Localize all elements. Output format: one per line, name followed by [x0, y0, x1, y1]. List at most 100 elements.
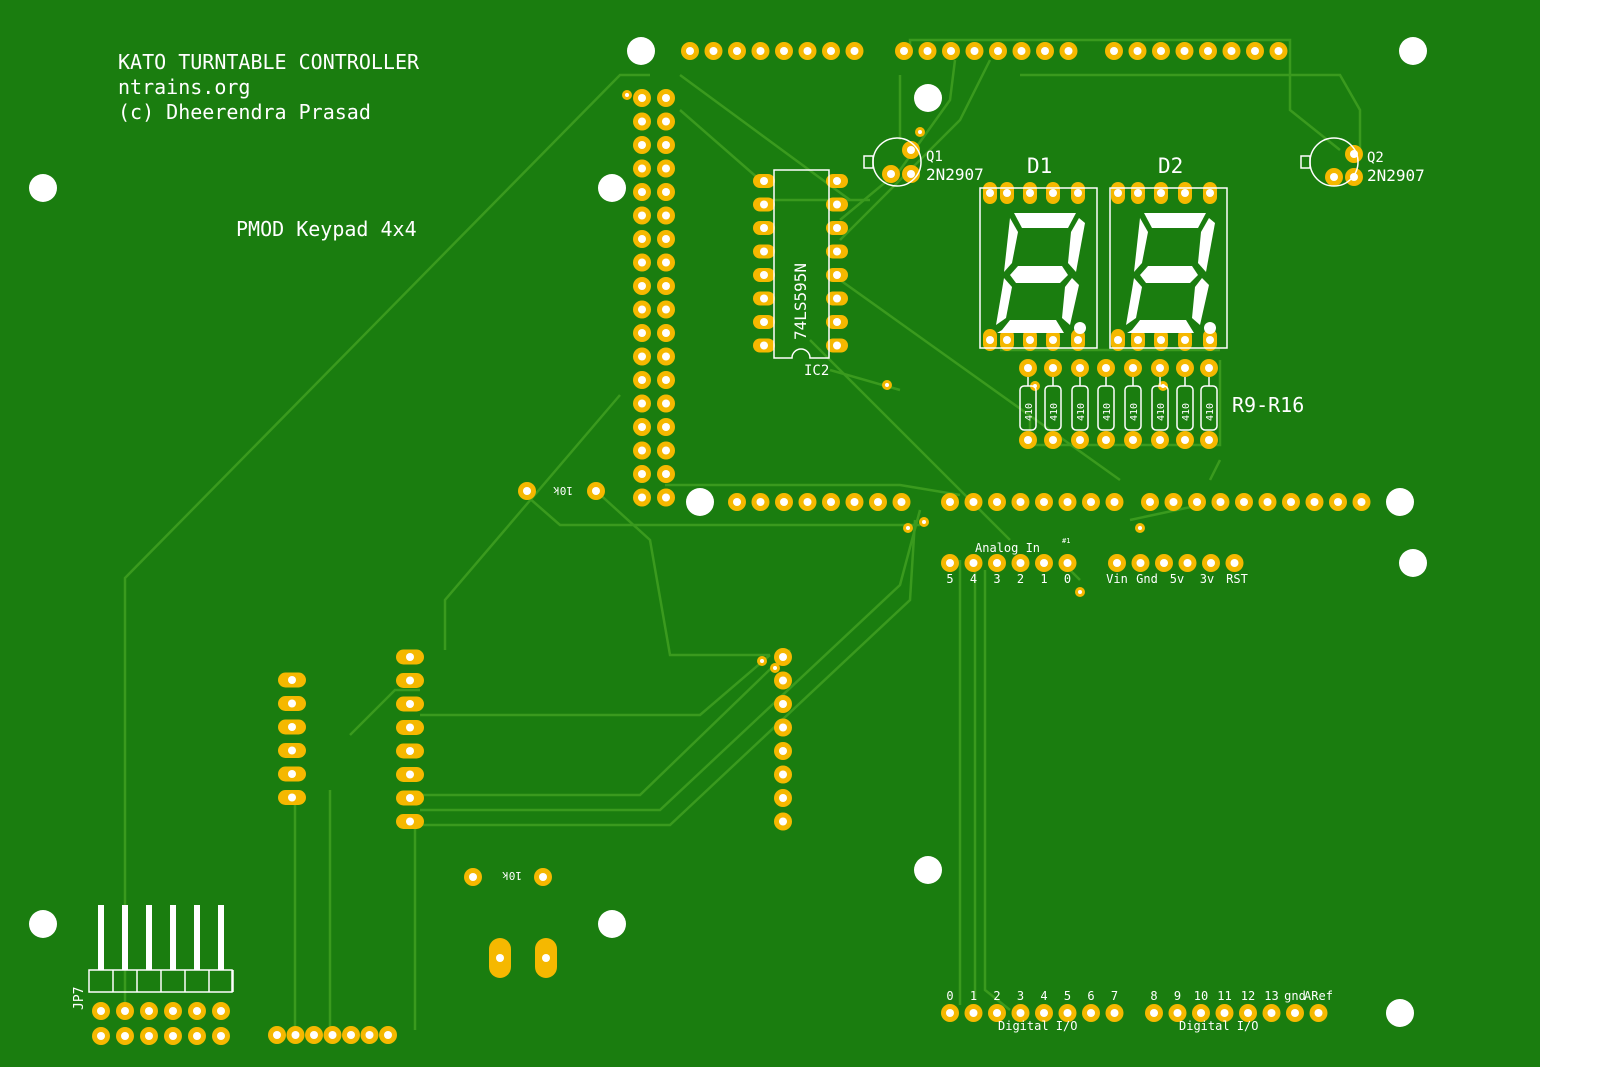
digital-pad — [1215, 1004, 1234, 1022]
jp7-pad — [164, 1002, 182, 1020]
arduino-header-pad — [1175, 42, 1194, 60]
connector-pad — [657, 136, 675, 154]
power-pad — [1178, 554, 1197, 572]
arduino-header-pad — [964, 493, 983, 511]
mounting-holes — [29, 37, 1427, 1027]
pin-label: 11 — [1217, 989, 1231, 1003]
keypad-pin — [278, 766, 306, 782]
r-top-value: 10k — [553, 484, 573, 497]
power-pad — [1202, 554, 1220, 572]
keypad-label: PMOD Keypad 4x4 — [236, 217, 417, 241]
small-header-pad — [305, 1026, 323, 1044]
pin-label: Vin — [1106, 572, 1128, 586]
arduino-header-pad — [1082, 493, 1100, 511]
pin-label: RST — [1226, 572, 1248, 586]
pin-label: 8 — [1150, 989, 1157, 1003]
jp7-pad — [116, 1002, 134, 1020]
connector-pad — [657, 324, 675, 342]
pin-label: 0 — [946, 989, 953, 1003]
digital-io-a-label: Digital I/O — [998, 1019, 1077, 1033]
arduino-header-pad — [1199, 42, 1217, 60]
digital-pad — [1192, 1004, 1210, 1022]
pcb-substrate — [0, 0, 1540, 1067]
arduino-header-pad — [728, 493, 746, 511]
arduino-header-pad — [845, 42, 864, 60]
ic2-pin — [753, 268, 775, 282]
ic2-pin — [753, 221, 775, 235]
display-pin — [1154, 329, 1168, 351]
arduino-header-pad — [1012, 42, 1031, 60]
digital-io-b-label: Digital I/O — [1179, 1019, 1258, 1033]
resistor-value: 410 — [1181, 403, 1192, 421]
via — [882, 380, 892, 390]
header-pad — [774, 671, 792, 690]
pin-label: 6 — [1087, 989, 1094, 1003]
digital-pad — [1082, 1004, 1100, 1022]
arduino-header-pad — [1141, 493, 1159, 511]
jp7-pad — [164, 1027, 182, 1045]
header-pad — [774, 742, 792, 760]
display-pin — [1178, 182, 1192, 204]
ic2-ref: IC2 — [804, 363, 829, 379]
connector-pad — [657, 371, 675, 389]
connector-pad — [657, 230, 675, 248]
ic2-pin — [753, 338, 775, 353]
jp7-ref: JP7 — [72, 987, 87, 1010]
header-pad — [774, 718, 792, 737]
keypad-pin — [278, 743, 306, 758]
resistor-pad — [1071, 431, 1089, 449]
jp7-pad — [212, 1002, 230, 1020]
connector-pad — [657, 441, 675, 460]
resistor-pad — [1200, 431, 1218, 449]
q1-part: 2N2907 — [926, 165, 984, 184]
arduino-header-pad — [822, 42, 840, 60]
resistor-pad — [1124, 431, 1142, 449]
analog-in-label: Analog In — [975, 541, 1040, 555]
pin-label: ARef — [1304, 989, 1333, 1003]
display-pin — [1046, 182, 1060, 204]
q1-ref: Q1 — [926, 149, 943, 165]
arduino-header-pad — [728, 42, 746, 60]
analog-pad — [1011, 554, 1030, 572]
display-d1 — [979, 187, 1098, 349]
arduino-header-pad — [1235, 493, 1253, 511]
connector-pad — [633, 206, 651, 225]
resistor-value: 410 — [1129, 403, 1140, 421]
keypad-pin — [396, 743, 424, 759]
display-pin — [983, 329, 997, 351]
arduino-header-pad — [918, 42, 937, 60]
connector-pad — [657, 277, 675, 295]
arduino-header-pad — [892, 493, 911, 511]
connector-pad — [633, 394, 651, 413]
analog-pad — [941, 554, 959, 572]
small-header-pad — [360, 1026, 379, 1044]
ic2-pin — [826, 291, 848, 306]
small-header-pad — [286, 1026, 305, 1044]
q1-pad — [902, 165, 920, 183]
digital-pad — [1239, 1004, 1257, 1022]
r-10k-pad — [464, 868, 482, 886]
ic2-pin — [753, 197, 775, 212]
resistor-pad — [1176, 359, 1194, 377]
connector-pad — [657, 183, 675, 201]
connector-pad — [633, 183, 651, 201]
pin-label: 10 — [1194, 989, 1208, 1003]
via — [757, 656, 767, 666]
arduino-header-pad — [1105, 493, 1124, 511]
keypad-pin — [278, 719, 306, 735]
arduino-header-pad — [1011, 493, 1030, 511]
resistor-value: 410 — [1102, 403, 1113, 421]
keypad-pin — [396, 790, 424, 806]
small-header-pad — [323, 1026, 342, 1044]
ic2-part-label: 74LS595N — [791, 263, 810, 340]
q1-pad — [902, 141, 920, 159]
arduino-header-pad — [1211, 493, 1230, 511]
keypad-pin — [278, 696, 306, 711]
mounting-hole — [1399, 549, 1427, 577]
pin-label: gnd — [1284, 989, 1306, 1003]
q2-pad — [1325, 168, 1343, 186]
arduino-header-pad — [965, 42, 984, 60]
arduino-header-pad — [1188, 493, 1206, 511]
